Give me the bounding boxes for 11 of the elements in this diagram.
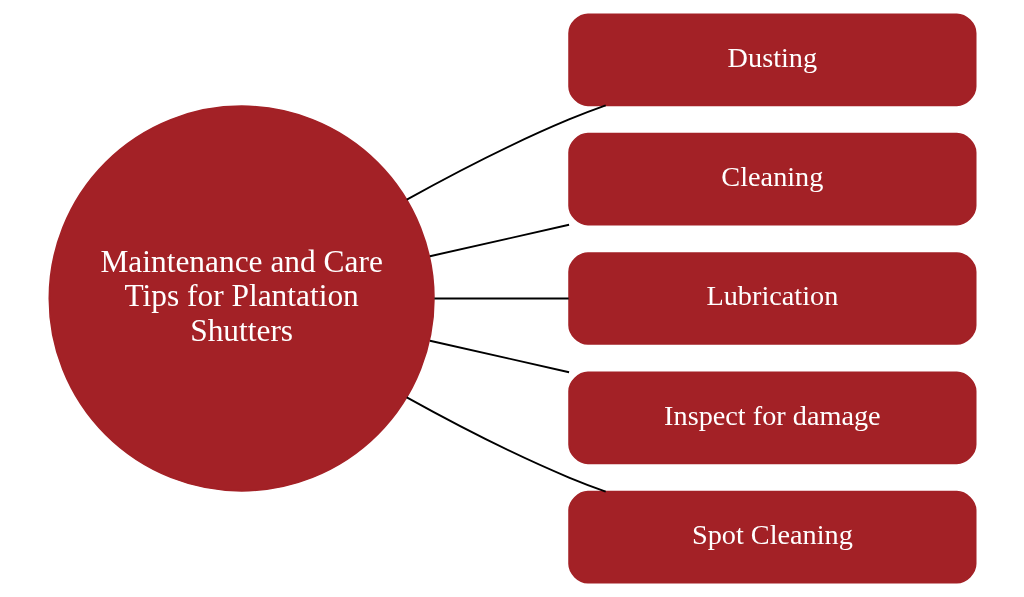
connector [405, 104, 607, 201]
connector [428, 223, 570, 258]
node-box: Dusting [567, 13, 976, 107]
node-circle: Maintenance and Care Tips for Plantation Shutters [48, 105, 435, 492]
connector [433, 297, 570, 300]
node-box: Inspect for damage [567, 371, 976, 465]
node-box: Cleaning [567, 132, 976, 226]
node-box: Spot Cleaning [567, 490, 976, 584]
connector [405, 396, 607, 493]
node-box: Lubrication [567, 252, 976, 345]
connector [428, 339, 570, 374]
